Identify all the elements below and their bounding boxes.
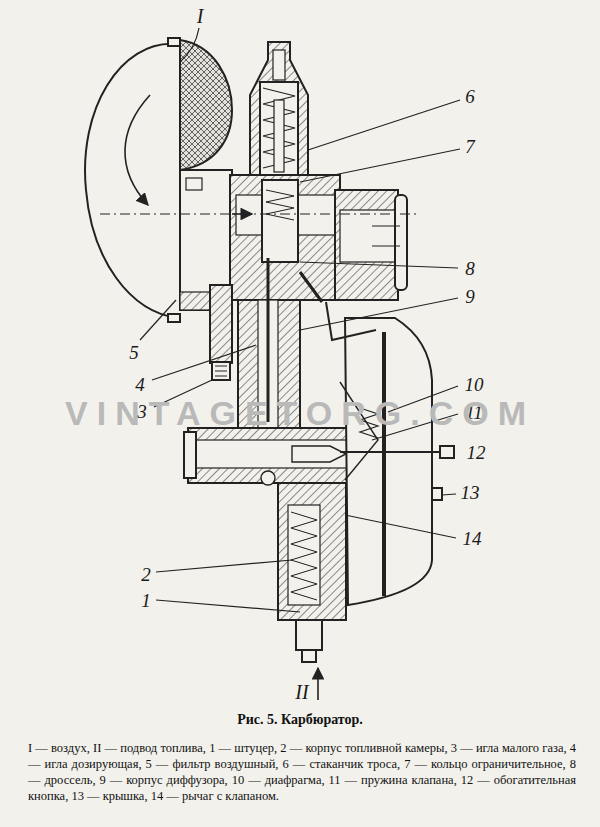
callout-number: 13 bbox=[461, 483, 480, 502]
leader-line bbox=[300, 262, 458, 268]
leader-line bbox=[308, 100, 460, 150]
diaphragm-cover bbox=[432, 488, 442, 500]
leader-line bbox=[140, 28, 460, 700]
air-filter bbox=[85, 38, 232, 322]
callout-number: 9 bbox=[465, 287, 475, 306]
leader-line bbox=[300, 298, 458, 330]
fuel-chamber bbox=[296, 620, 322, 650]
throttle-body bbox=[300, 272, 322, 302]
throttle-body bbox=[372, 226, 400, 227]
leader-line bbox=[345, 515, 456, 538]
leader-line bbox=[156, 560, 292, 572]
fuel-passage bbox=[192, 440, 348, 468]
centerline bbox=[100, 214, 420, 215]
callout-number: 14 bbox=[463, 529, 482, 548]
figure-title: Рис. 5. Карбюратор. bbox=[0, 712, 600, 728]
fuel-chamber bbox=[291, 512, 317, 600]
cable-cup bbox=[250, 42, 308, 175]
centerline bbox=[100, 214, 420, 215]
callout-number: 6 bbox=[465, 87, 475, 106]
fuel-passage bbox=[184, 432, 196, 478]
diaphragm-cover bbox=[440, 446, 454, 458]
diaphragm-cover bbox=[326, 302, 454, 605]
diffuser-body bbox=[210, 285, 232, 363]
callout-number: 12 bbox=[467, 443, 486, 462]
throttle-body bbox=[262, 180, 298, 262]
throttle-body bbox=[266, 190, 294, 220]
diaphragm-cover bbox=[340, 451, 452, 453]
fuel-chamber bbox=[288, 505, 320, 605]
air-filter bbox=[125, 95, 150, 205]
fuel-passage bbox=[292, 446, 346, 462]
diffuser-body bbox=[215, 376, 227, 377]
cable-cup bbox=[250, 42, 308, 175]
leader-line bbox=[317, 668, 319, 700]
callout-number: 8 bbox=[465, 259, 475, 278]
callout-number: 7 bbox=[465, 137, 475, 156]
air-filter bbox=[186, 178, 202, 190]
throttle-body bbox=[395, 195, 407, 290]
air-filter bbox=[180, 40, 232, 170]
part-mark: II bbox=[295, 682, 308, 702]
throttle-body bbox=[230, 175, 407, 302]
diffuser-body bbox=[215, 366, 227, 367]
callout-number: 2 bbox=[141, 565, 151, 584]
part-mark: I bbox=[197, 6, 204, 26]
air-filter bbox=[85, 44, 178, 318]
diaphragm-cover bbox=[345, 318, 432, 605]
diffuser-body bbox=[212, 362, 230, 380]
callout-number: 5 bbox=[129, 343, 139, 362]
diaphragm-cover bbox=[382, 332, 386, 596]
leader-line bbox=[180, 28, 199, 62]
figure-caption: I — воздух, II — подвод топлива, 1 — шту… bbox=[28, 740, 576, 804]
diaphragm-cover bbox=[326, 302, 376, 340]
air-filter bbox=[168, 314, 180, 322]
leader-line bbox=[152, 345, 256, 380]
cable-cup bbox=[273, 50, 285, 80]
throttle-body bbox=[372, 246, 400, 247]
leader-line bbox=[140, 300, 176, 340]
throttle-body bbox=[230, 175, 340, 300]
fuel-chamber bbox=[278, 483, 346, 620]
callout-number: 1 bbox=[141, 591, 151, 610]
centerline bbox=[232, 213, 252, 215]
cable-cup bbox=[260, 82, 298, 175]
watermark: VINTAGETORG.COM bbox=[65, 396, 535, 430]
cable-cup bbox=[274, 100, 284, 172]
throttle-body bbox=[340, 210, 400, 262]
callout-number: 4 bbox=[135, 375, 145, 394]
leader-line bbox=[442, 494, 456, 495]
fuel-passage bbox=[261, 471, 275, 485]
leader-line bbox=[156, 600, 300, 612]
air-filter bbox=[168, 38, 180, 46]
fuel-chamber bbox=[302, 650, 316, 662]
fuel-chamber bbox=[278, 483, 346, 662]
diffuser-body bbox=[215, 371, 227, 372]
leader-line bbox=[300, 149, 460, 182]
callout-number: 10 bbox=[465, 375, 484, 394]
fuel-passage bbox=[184, 428, 358, 485]
